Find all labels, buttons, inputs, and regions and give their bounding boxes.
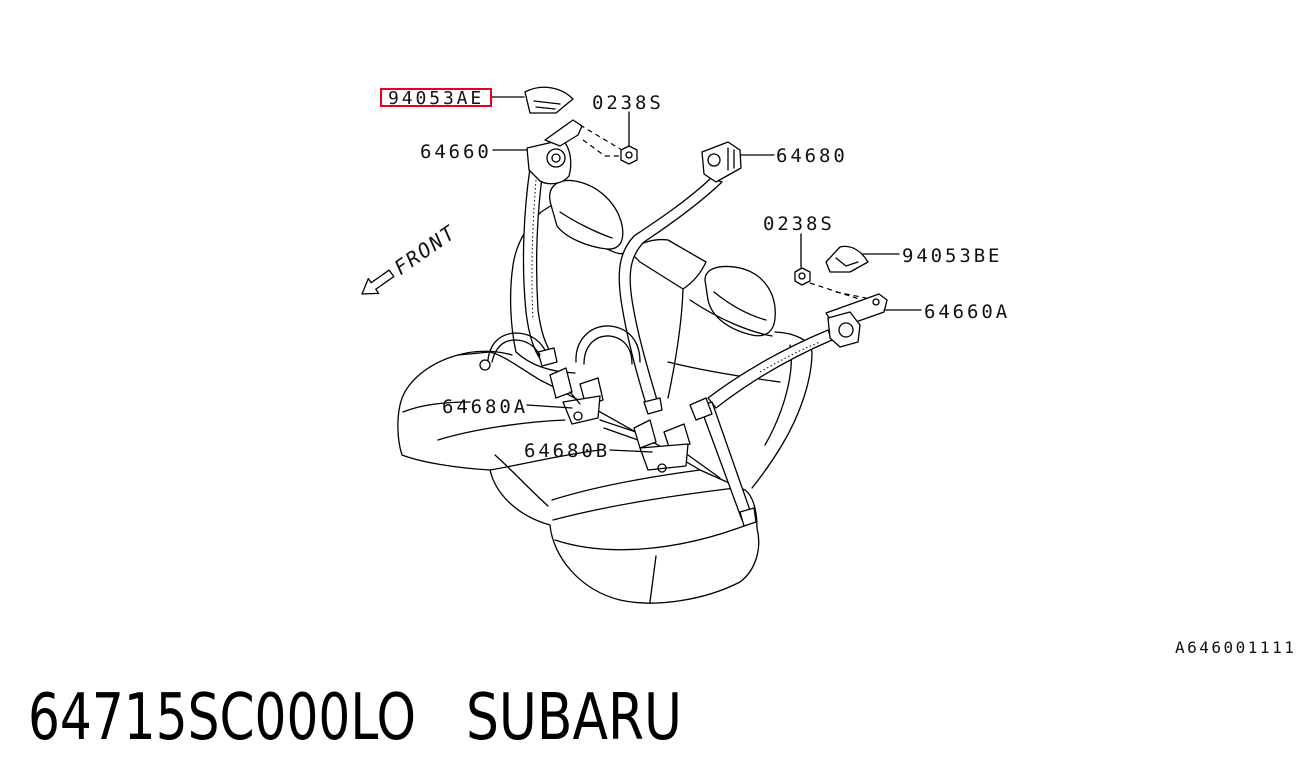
callout-64680b[interactable]: 64680B <box>524 440 610 462</box>
center-armrest-front <box>667 288 684 399</box>
cover-94053ae-body <box>524 86 574 114</box>
cover-94053be <box>825 245 869 273</box>
cushion-outline <box>397 351 760 604</box>
assembly-line-right <box>809 282 867 301</box>
buckle-64680a <box>549 367 604 425</box>
buckle-a-left <box>549 367 573 399</box>
right-outer-seat-belt <box>689 293 888 527</box>
buckle-64680b <box>599 419 721 479</box>
nut-0238s-right <box>794 267 811 286</box>
right-retractor-hub <box>838 322 854 338</box>
cushion-top-edge <box>457 350 513 356</box>
backrest-center-seam <box>689 299 773 337</box>
buckle-b-right <box>663 423 691 451</box>
backrest-right-edge <box>751 331 813 489</box>
buckle-a-strap <box>569 391 581 405</box>
left-retractor-hub <box>551 153 561 163</box>
left-belt-strap <box>522 167 554 361</box>
callout-0238s-left[interactable]: 0238S <box>592 92 664 114</box>
cover-94053be-body <box>825 245 869 273</box>
left-belt-stitching <box>531 179 537 321</box>
caption-part-number: 64715SC000LO <box>28 681 416 755</box>
center-retractor-hub <box>707 153 721 167</box>
nut-left-hole <box>625 151 633 159</box>
left-headrest-shading <box>559 211 613 239</box>
left-upper-bracket <box>544 119 583 147</box>
cushion-seam-left <box>402 401 471 413</box>
left-headrest <box>549 179 624 250</box>
left-lap-wire <box>487 332 546 363</box>
right-belt-tongue <box>689 397 713 421</box>
center-retractor-detail <box>727 147 735 171</box>
center-seat-belt <box>618 141 742 415</box>
callout-leaders <box>490 96 922 453</box>
right-belt-floor-anchor <box>739 507 757 527</box>
loop-strap-outer <box>575 325 641 363</box>
nut-right-body <box>794 267 811 286</box>
highlight-box <box>380 88 492 107</box>
callout-94053be[interactable]: 94053BE <box>902 245 1002 267</box>
nut-0238s-left <box>620 145 638 165</box>
center-retractor-housing <box>701 141 742 183</box>
backrest-lower-right <box>667 361 781 383</box>
callout-labels: 94053AE 0238S 64660 64680 0238S 94053BE … <box>380 88 1010 462</box>
front-arrow-icon <box>361 269 395 295</box>
cover-94053be-detail <box>835 257 859 267</box>
callout-64660[interactable]: 64660 <box>420 141 492 163</box>
rear-seat-cushion <box>397 350 760 604</box>
center-belt-tongue <box>643 397 663 415</box>
cushion-seam-left-middle <box>437 419 566 441</box>
callout-64680[interactable]: 64680 <box>776 145 848 167</box>
buckle-b-strap <box>599 419 721 479</box>
left-lap-bolt <box>479 359 491 371</box>
cover-94053ae <box>524 86 574 114</box>
cushion-front-face <box>554 522 753 551</box>
assembly-line-left <box>579 124 623 157</box>
nut-left-body <box>620 145 638 165</box>
caption-brand: SUBARU <box>466 681 682 755</box>
callout-0238s-right[interactable]: 0238S <box>763 213 835 235</box>
callout-94053ae[interactable]: 94053AE <box>388 88 484 109</box>
callout-64680a[interactable]: 64680A <box>442 396 528 418</box>
left-retractor-cap <box>546 148 566 168</box>
nut-right-hole <box>798 272 806 280</box>
cushion-divider-left <box>494 454 549 507</box>
buckle-b-base <box>639 443 689 471</box>
cushion-front-seam <box>649 555 657 603</box>
callout-64660a[interactable]: 64660A <box>924 301 1010 323</box>
right-anchor-hole <box>872 298 880 306</box>
right-belt-shoulder-strap <box>707 329 833 409</box>
center-loop-strap <box>575 325 641 365</box>
buckle-a-bolt <box>573 411 583 421</box>
cushion-seam-front-middle <box>489 449 601 471</box>
left-lap-anchor <box>479 332 546 371</box>
diagram-code: A646001111 <box>1175 638 1296 657</box>
cover-94053ae-detail <box>533 100 561 110</box>
leader-64680b <box>609 449 653 453</box>
left-belt-tongue <box>537 347 558 367</box>
right-belt-stitching <box>759 341 821 373</box>
front-direction-indicator: FRONT <box>361 220 461 295</box>
left-outer-seat-belt <box>522 119 583 367</box>
backrest-lower-left <box>515 351 576 374</box>
right-headrest-shading <box>713 291 767 321</box>
right-headrest <box>704 265 776 337</box>
right-retractor-housing <box>827 311 861 348</box>
cushion-seam-right-b <box>552 487 736 521</box>
cushion-seam-right-a <box>551 469 701 501</box>
loop-strap-inner <box>583 335 633 365</box>
leader-64680a <box>526 404 573 409</box>
buckle-b-bolt <box>657 463 667 473</box>
buckle-b-left <box>633 419 657 449</box>
buckle-a-base <box>562 395 601 425</box>
front-label: FRONT <box>390 220 461 280</box>
